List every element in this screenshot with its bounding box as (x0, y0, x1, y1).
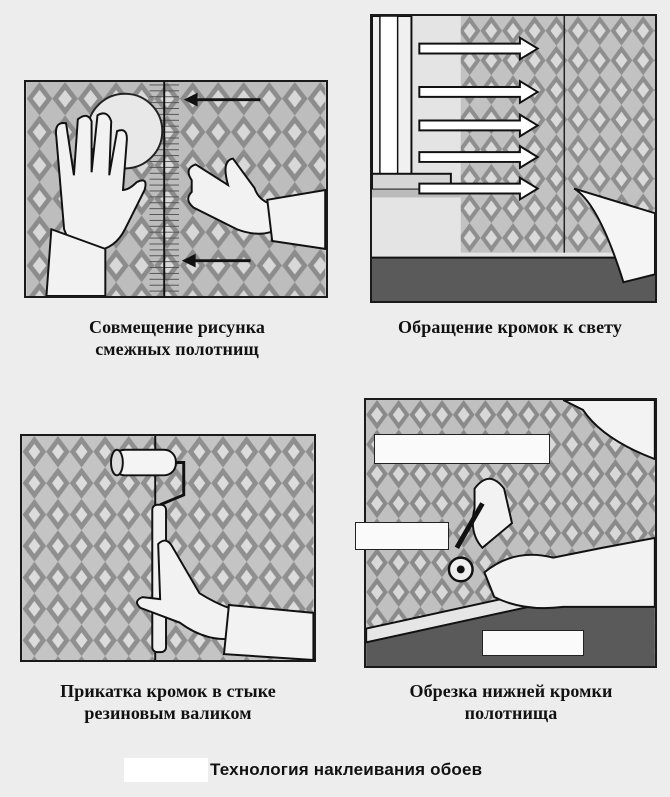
blank-label-box (482, 630, 584, 656)
hand-figure (136, 539, 314, 660)
right-hand-figure (187, 157, 326, 250)
figure-4-caption: Обрезка нижней кромки полотнища (364, 680, 658, 724)
caption-line: резиновым валиком (84, 703, 252, 723)
hand-figure (471, 477, 655, 610)
blank-label-box (355, 522, 449, 550)
caption-line: Обрезка нижней кромки (409, 681, 613, 701)
figure-1-illustration (24, 80, 328, 298)
arrow-left-icon (183, 92, 261, 107)
light-arrow-icon (418, 79, 540, 105)
light-arrow-icon (418, 112, 540, 139)
page-title: Технология наклеивания обоев (210, 760, 483, 779)
blank-patch (124, 758, 208, 782)
caption-line: Прикатка кромок в стыке (60, 681, 276, 701)
figure-1-caption: Совмещение рисунка смежных полотнищ (34, 316, 320, 360)
caption-line: Совмещение рисунка (88, 317, 266, 337)
edges-to-light-drawing (372, 16, 655, 301)
wallpaper-matching-drawing (26, 82, 326, 296)
cutter-wheel-icon (447, 502, 485, 583)
peeled-edge (573, 187, 655, 284)
left-hand-figure (45, 112, 147, 296)
blank-label-box (374, 434, 550, 464)
roller-seam-drawing (22, 436, 314, 660)
figure-3-illustration (20, 434, 316, 662)
figure-3-caption: Прикатка кромок в стыке резиновым валико… (18, 680, 318, 724)
light-arrow-icon (418, 144, 540, 170)
arrow-left-icon (181, 253, 251, 268)
figure-2-caption: Обращение кромок к свету (360, 316, 660, 338)
caption-line: Обращение кромок к свету (398, 317, 622, 337)
light-arrow-icon (418, 35, 540, 62)
light-arrow-icon (418, 175, 540, 202)
figure-2-illustration (370, 14, 657, 303)
caption-line: полотнища (464, 703, 558, 723)
caption-line: смежных полотнищ (95, 339, 259, 359)
